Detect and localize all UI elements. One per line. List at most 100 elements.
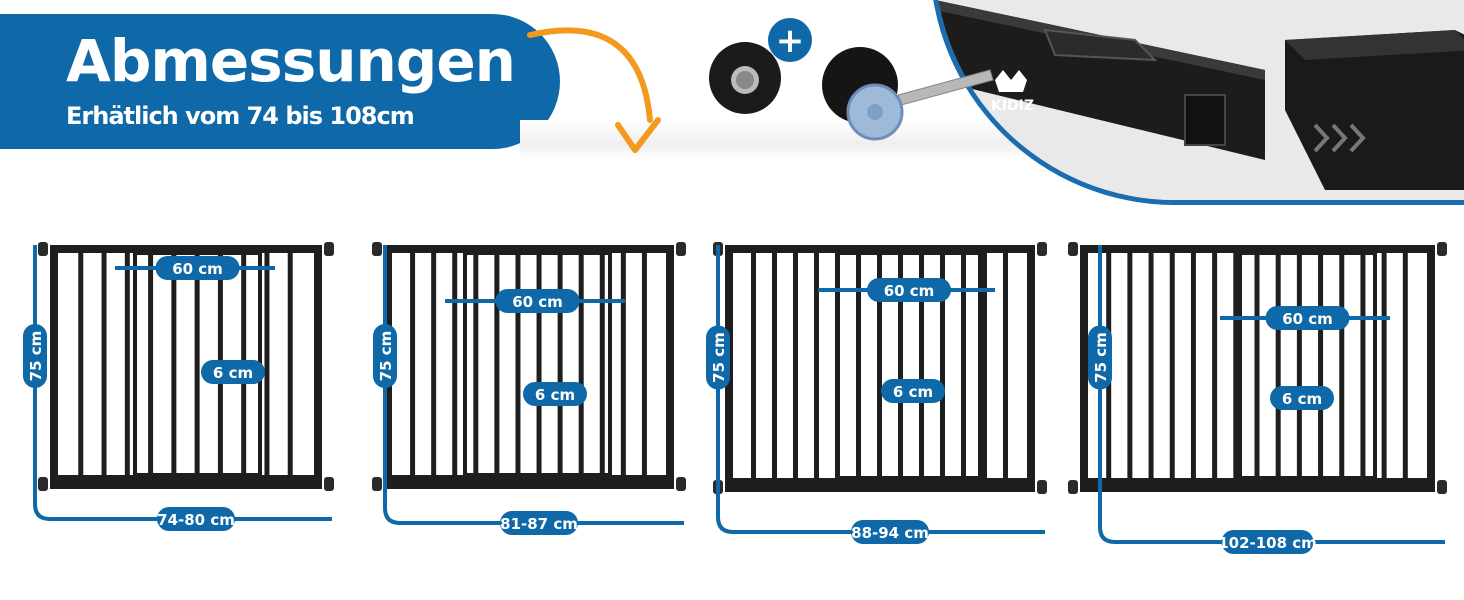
gate-top-rail: [50, 245, 322, 253]
dimension-line: [716, 245, 1045, 534]
gate-bottom-rail: [1080, 478, 1435, 492]
door-width-label-text: 60 cm: [884, 282, 935, 300]
gate-right-post: [666, 245, 674, 487]
gate-door-frame: [836, 251, 982, 480]
gate-bar: [452, 253, 458, 475]
threaded-bolt-icon: [822, 47, 994, 141]
door-width-label-text: 60 cm: [1282, 310, 1333, 328]
gate-bar: [1275, 253, 1281, 478]
pressure-knob-icon: [676, 242, 686, 256]
gate-bar: [557, 253, 563, 475]
width-label: 74-80 cm: [157, 507, 235, 531]
latch-closeup: KIDIZ: [930, 0, 1464, 205]
gate-bar: [1190, 253, 1196, 478]
gate-bar: [148, 253, 154, 475]
gate-bar: [751, 253, 756, 478]
gate-bar: [919, 253, 924, 478]
width-label-text: 88-94 cm: [851, 524, 929, 542]
gate-bar: [1381, 253, 1387, 478]
gate-bar: [1318, 253, 1324, 478]
plus-symbol: +: [776, 21, 805, 61]
door-width-label: 60 cm: [495, 289, 580, 313]
gate-bar: [940, 253, 945, 478]
gate-bar: [264, 253, 270, 475]
gate-top-rail: [725, 245, 1035, 253]
gate-bar: [1233, 253, 1239, 478]
gate-bar: [194, 253, 200, 475]
step-label-text: 6 cm: [1282, 390, 1322, 408]
gate-top-rail: [384, 245, 674, 253]
gate-bar: [982, 253, 987, 478]
gate-right-post: [1027, 245, 1035, 490]
gate-bar: [578, 253, 584, 475]
gate-bar: [1254, 253, 1260, 478]
height-label-text: 75 cm: [377, 331, 395, 382]
gate-bottom-rail: [725, 478, 1035, 492]
gate-bar: [171, 253, 177, 475]
height-label-text: 75 cm: [27, 331, 45, 382]
gate-left-post: [50, 245, 58, 487]
brand-text: KIDIZ: [991, 98, 1034, 114]
gate-bar: [78, 253, 84, 475]
gate-bar: [599, 253, 605, 475]
step-label: 6 cm: [881, 379, 945, 403]
pressure-knob-icon: [1068, 480, 1078, 494]
latch-closeup-illustration: KIDIZ: [935, 0, 1464, 200]
height-label: 75 cm: [1088, 325, 1112, 390]
pressure-knob-icon: [38, 242, 48, 256]
width-label: 102-108 cm: [1218, 530, 1317, 554]
gate-bar: [1402, 253, 1408, 478]
gate-bar: [410, 253, 416, 475]
arrow-head-icon: [615, 117, 661, 153]
curved-arrow-icon: [527, 27, 653, 123]
gate-bar: [1212, 253, 1218, 478]
gate-door-frame: [463, 251, 612, 477]
pressure-knob-icon: [1068, 242, 1078, 256]
page-title: Abmessungen: [66, 27, 516, 95]
width-label: 81-87 cm: [500, 511, 578, 535]
accessories-group: +: [709, 18, 994, 141]
width-label-text: 102-108 cm: [1218, 534, 1317, 552]
gate-bar: [515, 253, 521, 475]
gate-bar: [124, 253, 130, 475]
gate-left-post: [1080, 245, 1088, 490]
pressure-knob-icon: [1437, 242, 1447, 256]
width-label-text: 74-80 cm: [157, 511, 235, 529]
gate-bar: [494, 253, 500, 475]
crown-logo-icon: KIDIZ: [991, 70, 1034, 114]
gate-bar: [1296, 253, 1302, 478]
gate-bar: [641, 253, 647, 475]
width-label: 88-94 cm: [851, 520, 929, 544]
pressure-knob-icon: [1037, 242, 1047, 256]
gate-bar: [1003, 253, 1008, 478]
gate-bottom-rail: [384, 475, 674, 489]
pressure-knob-icon: [38, 477, 48, 491]
gate-bar: [793, 253, 798, 478]
height-label: 75 cm: [706, 325, 730, 390]
step-label: 6 cm: [523, 382, 587, 406]
height-label: 75 cm: [373, 324, 397, 388]
gate-bar: [1339, 253, 1345, 478]
gate-top-rail: [1080, 245, 1435, 253]
pressure-knob-icon: [372, 242, 382, 256]
door-width-label: 60 cm: [1265, 306, 1350, 330]
dimension-line: [33, 245, 332, 521]
chevron-arrows-icon: [1313, 123, 1366, 153]
knob-icon: [709, 42, 781, 114]
gate-bar: [536, 253, 542, 475]
gate-bar: [1127, 253, 1133, 478]
gate-3: 88-94 cm 75 cm 60 cm 6 cm: [706, 242, 1047, 544]
gate-bar: [961, 253, 966, 478]
title-banner: Abmessungen Erhätlich vom 74 bis 108cm: [0, 14, 560, 149]
pressure-knob-icon: [324, 477, 334, 491]
gate-bar: [620, 253, 626, 475]
gate-bar: [898, 253, 903, 478]
gate-2: 81-87 cm 75 cm 60 cm 6 cm: [372, 242, 686, 535]
step-label: 6 cm: [201, 360, 265, 384]
step-label: 6 cm: [1270, 386, 1334, 410]
gate-bar: [473, 253, 479, 475]
gate-bar: [814, 253, 819, 478]
gate-door-frame: [1238, 251, 1377, 480]
pressure-knob-icon: [1037, 480, 1047, 494]
